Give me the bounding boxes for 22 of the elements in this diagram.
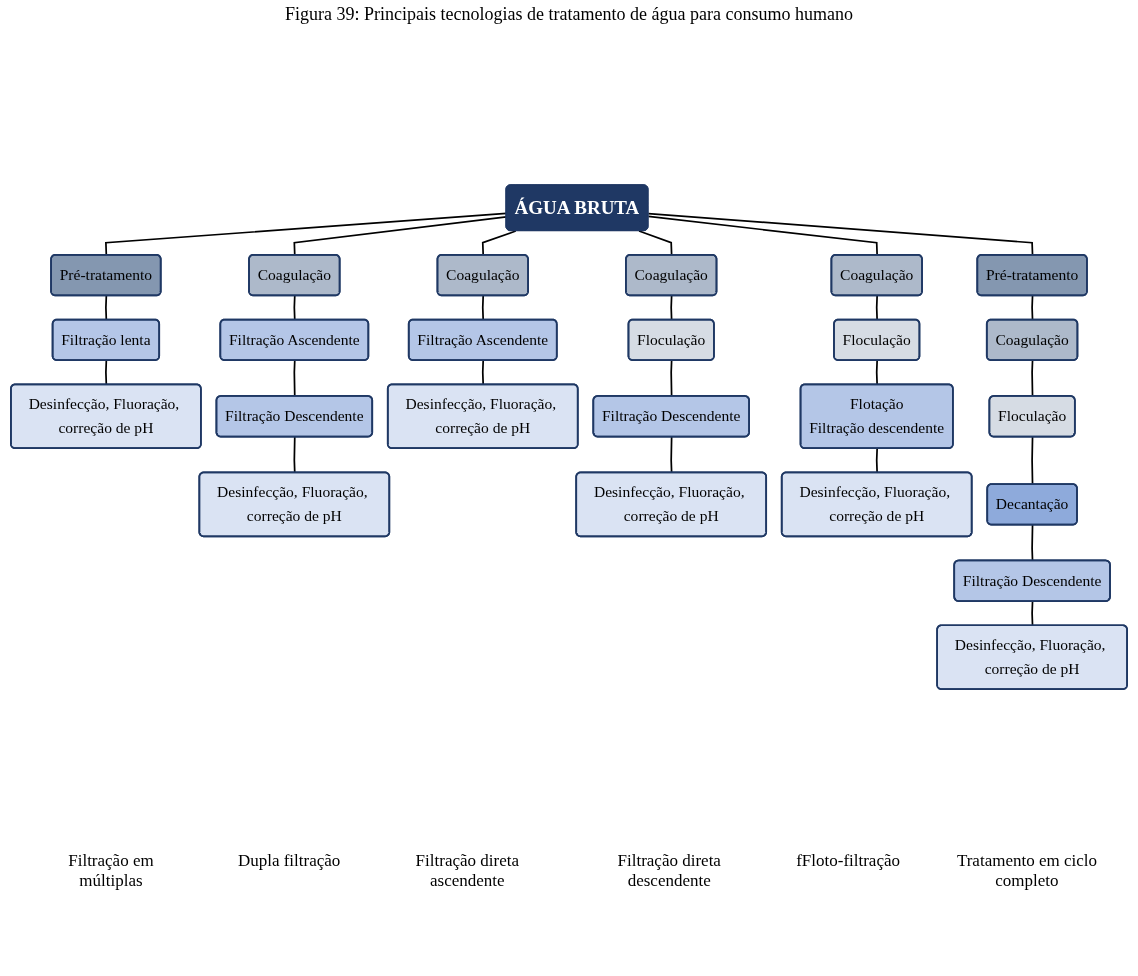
column-caption: Filtração direta descendente — [616, 851, 722, 891]
figure-title: Figura 39: Principais tecnologias de tratamento de água para consumo humano — [284, 4, 854, 25]
connector — [875, 359, 878, 386]
column-caption: fFloto-filtração — [796, 851, 900, 872]
connector — [1031, 524, 1034, 562]
connector — [1031, 436, 1034, 486]
connector — [105, 294, 108, 321]
column-caption: Filtração direta ascendente — [414, 851, 520, 891]
connector — [1031, 294, 1034, 321]
column-caption: Filtração em múltiplas — [67, 851, 155, 891]
connector — [875, 447, 878, 474]
column-caption: Dupla filtração — [237, 851, 341, 872]
connector — [481, 294, 485, 321]
connector — [293, 294, 296, 321]
connector — [1031, 600, 1034, 627]
connector — [105, 359, 108, 386]
connector — [875, 294, 878, 321]
connector — [670, 294, 673, 321]
connector — [293, 436, 296, 474]
connector — [481, 359, 485, 386]
connector — [670, 436, 673, 474]
column-caption: Tratamento em ciclo completo — [955, 851, 1098, 891]
